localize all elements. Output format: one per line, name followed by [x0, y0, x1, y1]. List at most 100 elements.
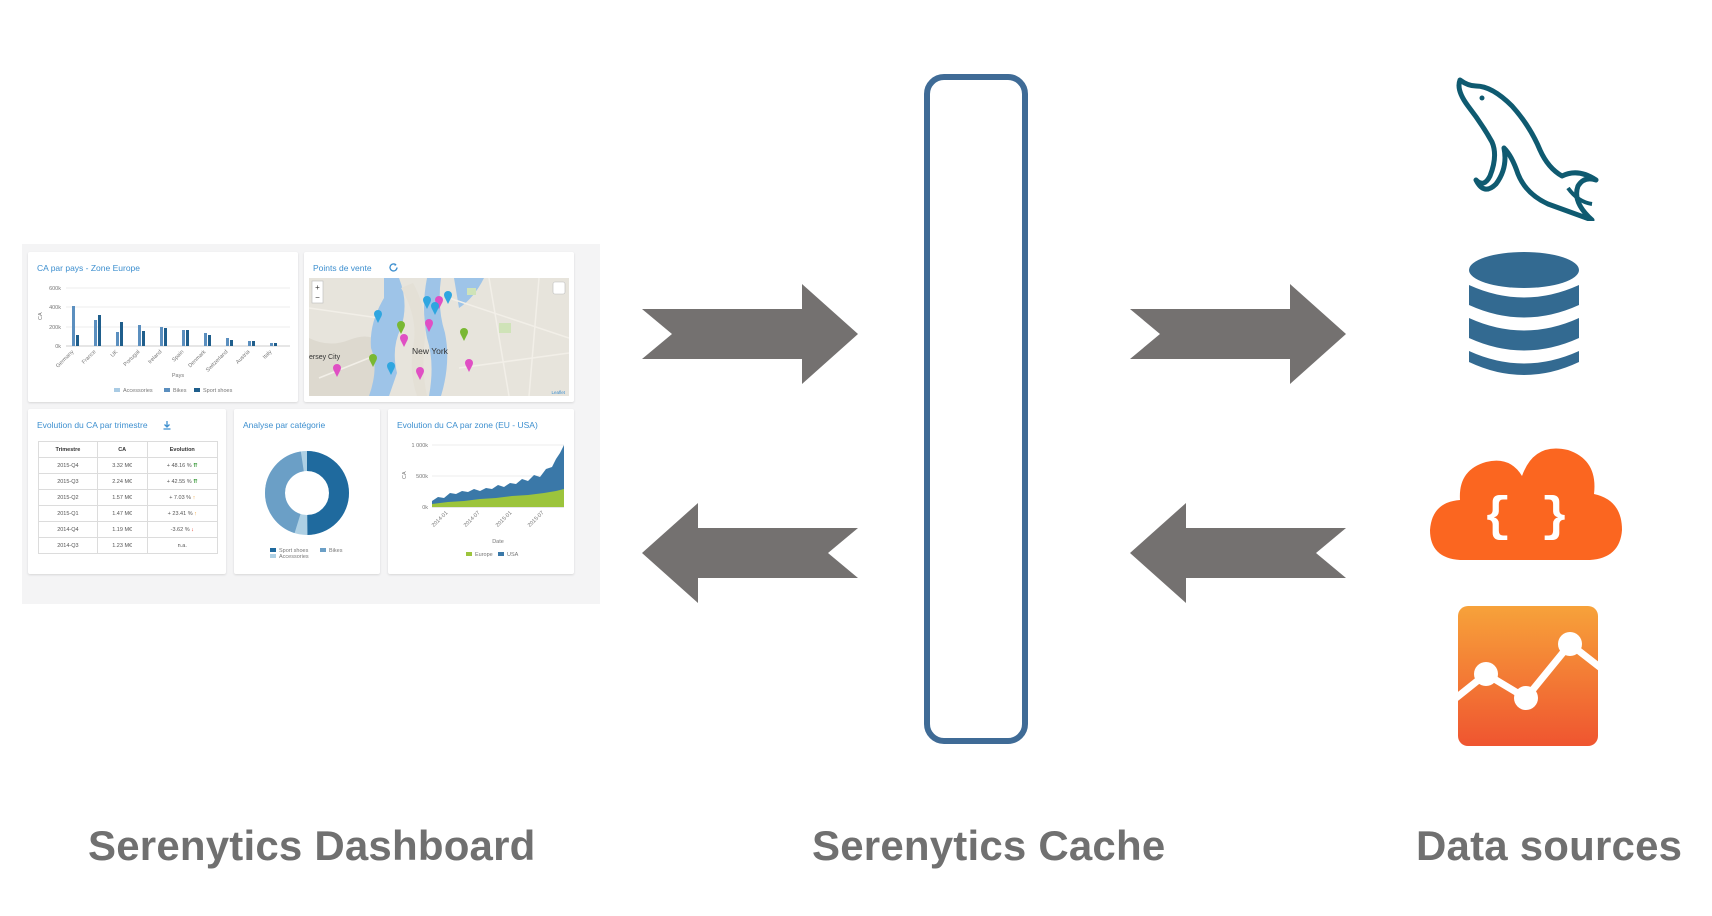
table-cell: 2015-Q1 — [38, 505, 98, 522]
arrow-left-sources-to-cache — [1130, 503, 1346, 603]
bar-x-tick: Germany — [55, 349, 75, 369]
bar-x-tick: Switzerland — [205, 349, 229, 373]
evolution-value: + 7.03 % — [169, 494, 192, 501]
dashboard-label: Serenytics Dashboard — [88, 822, 536, 869]
analytics-chart-icon — [1458, 606, 1598, 746]
map-markers[interactable] — [333, 291, 473, 380]
table-header: Evolution — [146, 441, 219, 458]
table-row: 2015-Q4 3.32 M€ + 48.16 % ⇈ — [38, 457, 219, 474]
area-y-tick: 500k — [416, 474, 428, 480]
map-panel: Points de vente + − New York ersey City — [304, 252, 574, 402]
bar-series — [72, 306, 277, 346]
area-title: Evolution du CA par zone (EU - USA) — [397, 420, 538, 430]
bar-chart-panel: CA par pays - Zone Europe 600k 400k 200k… — [28, 252, 298, 402]
database-icon — [1469, 252, 1579, 375]
quarterly-table: Trimestre CA Evolution 2015-Q4 3.32 M€ +… — [38, 441, 219, 554]
up-arrow-icon: ↑ — [194, 510, 197, 517]
refresh-icon[interactable] — [388, 262, 399, 273]
map-city-label: New York — [412, 346, 449, 356]
download-icon[interactable] — [162, 420, 172, 430]
table-panel: Evolution du CA par trimestre Trimestre … — [28, 409, 226, 574]
europe-area — [432, 489, 564, 507]
bar-x-tick: Ireland — [147, 349, 163, 365]
table-cell: 2015-Q4 — [38, 457, 98, 474]
map-city-label-2: ersey City — [309, 354, 341, 361]
table-cell: n.a. — [146, 537, 219, 554]
table-row: 2015-Q1 1.47 M€ + 23.41 % ↑ — [38, 505, 219, 522]
donut-title: Analyse par catégorie — [243, 420, 326, 430]
usa-area — [432, 445, 564, 507]
bar-legend-item: Sport shoes — [203, 388, 233, 394]
bar-x-tick: France — [81, 349, 97, 365]
table-row: 2014-Q3 1.23 M€ n.a. — [38, 537, 219, 554]
table-cell: 1.57 M€ — [96, 489, 148, 506]
bar-chart-title: CA par pays - Zone Europe — [37, 263, 141, 273]
bar-y-label: CA — [38, 312, 44, 320]
table-cell: + 48.16 % ⇈ — [146, 457, 219, 474]
bar-x-tick: UK — [110, 349, 120, 359]
map-view[interactable]: + − New York ersey City — [309, 278, 569, 396]
double-up-arrow-icon: ⇈ — [193, 462, 198, 469]
down-arrow-icon: ↓ — [191, 526, 194, 533]
bar-y-tick: 600k — [49, 286, 61, 292]
table-cell: 1.47 M€ — [96, 505, 148, 522]
table-title: Evolution du CA par trimestre — [37, 420, 148, 430]
area-legend-item: Europe — [475, 552, 493, 558]
table-row: 2015-Q3 2.24 M€ + 42.55 % ⇈ — [38, 473, 219, 490]
table-cell: 2014-Q3 — [38, 537, 98, 554]
table-cell: 2014-Q4 — [38, 521, 98, 538]
area-y-tick: 0k — [422, 505, 428, 511]
bar-chart: 600k 400k 200k 0k CA Germany France UK — [38, 286, 290, 394]
bar-x-tick: Spain — [171, 349, 185, 363]
braces-glyph: { } — [1483, 491, 1569, 545]
bar-legend-item: Bikes — [173, 388, 187, 394]
table-cell: -3.62 % ↓ — [146, 521, 219, 538]
donut-chart: Sport shoes Bikes Accessories — [265, 451, 349, 560]
area-y-label: CA — [402, 471, 408, 479]
area-y-tick: 1 000k — [411, 443, 428, 449]
map-attribution[interactable]: Leaflet — [551, 390, 565, 395]
table-header: Trimestre — [38, 441, 98, 458]
donut-panel: Analyse par catégorie Sport shoes Bikes … — [234, 409, 380, 574]
table-row: 2015-Q2 1.57 M€ + 7.03 % ↑ — [38, 489, 219, 506]
evolution-value: + 48.16 % — [166, 462, 192, 469]
arrow-left-cache-to-dashboard — [642, 503, 858, 603]
table-cell: 1.19 M€ — [96, 521, 148, 538]
area-x-label: Date — [492, 539, 504, 545]
bar-y-tick: 400k — [49, 305, 61, 311]
table-cell: 3.32 M€ — [96, 457, 148, 474]
area-panel: Evolution du CA par zone (EU - USA) 1 00… — [388, 409, 574, 574]
dolphin-icon — [1456, 77, 1599, 221]
area-x-tick: 2015-07 — [527, 510, 546, 529]
bar-x-label: Pays — [172, 373, 184, 379]
evolution-value: -3.62 % — [170, 526, 190, 533]
cache-label: Serenytics Cache — [812, 822, 1166, 869]
arrow-right-dashboard-to-cache — [642, 284, 858, 384]
bar-legend-item: Accessories — [123, 388, 153, 394]
double-up-arrow-icon: ⇈ — [193, 478, 198, 485]
table-cell: + 7.03 % ↑ — [146, 489, 219, 506]
bar-y-tick: 0k — [55, 344, 61, 350]
bar-x-tick: Denmark — [187, 349, 207, 369]
bar-y-tick: 200k — [49, 325, 61, 331]
zoom-out-button[interactable]: − — [315, 293, 320, 302]
table-header: CA — [96, 441, 148, 458]
area-legend-item: USA — [507, 552, 519, 558]
layers-icon[interactable] — [552, 281, 566, 295]
dashboard-screenshot: CA par pays - Zone Europe 600k 400k 200k… — [22, 244, 600, 604]
table-cell: 2015-Q3 — [38, 473, 98, 490]
donut-legend-item: Bikes — [329, 548, 343, 554]
bar-x-tick: Austria — [235, 349, 252, 366]
area-x-tick: 2014-07 — [463, 510, 482, 529]
area-x-tick: 2015-01 — [495, 510, 514, 529]
bar-x-tick: Portugal — [123, 349, 142, 368]
zoom-in-button[interactable]: + — [315, 283, 320, 292]
cache-box — [924, 74, 1028, 744]
table-cell: 1.23 M€ — [96, 537, 148, 554]
evolution-value: + 42.55 % — [166, 478, 192, 485]
cloud-json-icon: { } — [1430, 448, 1622, 560]
table-cell: 2.24 M€ — [96, 473, 148, 490]
table-cell: 2015-Q2 — [38, 489, 98, 506]
sources-label: Data sources — [1416, 822, 1683, 869]
arrow-right-cache-to-sources — [1130, 284, 1346, 384]
